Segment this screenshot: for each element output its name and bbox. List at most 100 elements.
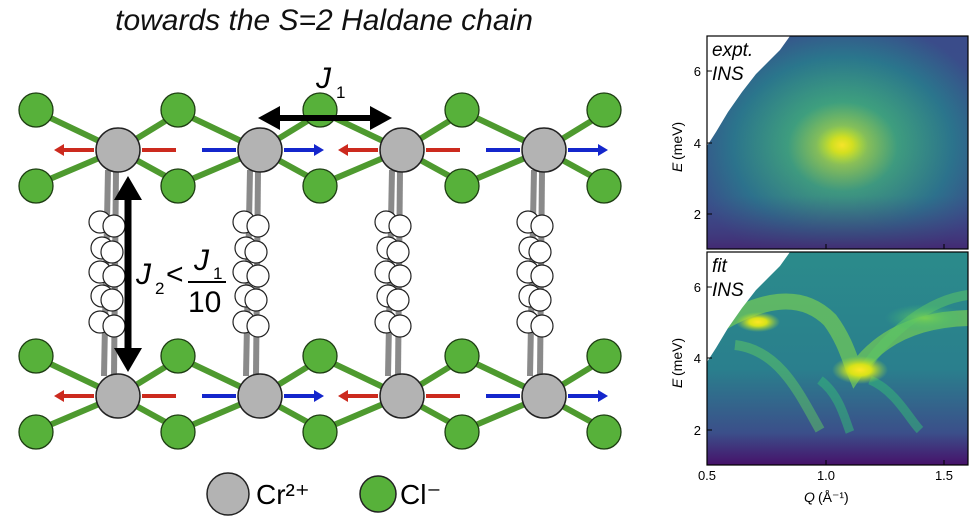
cl-atom [302,92,338,128]
linker-atom [246,214,270,238]
j2-subscript: 2 [155,279,164,298]
fit-y-tick-label: 4 [694,351,701,366]
experiment-y-axis-label: E (meV) [669,122,685,172]
linker-atom [100,240,124,264]
experiment-y-axis-symbol: E [669,162,685,172]
linker-atom [102,314,126,338]
cr-atom [95,127,141,173]
experiment-y-tick-label: 4 [694,136,701,151]
cl-atom [18,338,54,374]
cr-atom [237,127,283,173]
cr-atom [379,373,425,419]
linker-atom [246,314,270,338]
fit-x-tick-label: 0.5 [698,468,716,483]
j1-coupling: J 1 [258,62,392,130]
cl-atom [160,338,196,374]
cl-atom [302,168,338,204]
cl-atom [586,414,622,450]
fit-x-tick-label: 1.0 [817,468,835,483]
spin-arrow-head [338,390,348,402]
linker-atom [530,214,554,238]
spin-arrow-head [314,144,324,156]
experiment-y-tick-label: 6 [694,64,701,79]
j1-arrow-right-head [370,106,392,130]
linker-atom [102,264,126,288]
spectrum-panel-experiment: expt. INS 2 4 6 E (meV) [669,35,969,250]
fit-label-line1: fit [712,256,728,277]
cl-atom [18,92,54,128]
cr-atom [379,127,425,173]
fit-y-tick-label: 6 [694,280,701,295]
j1-subscript: 1 [336,83,345,102]
linker-atom [530,314,554,338]
spin-arrow-head [598,144,608,156]
experiment-hotspot [816,125,868,165]
x-axis-unit: (Å⁻¹) [818,489,849,505]
spin-arrow-head [54,144,64,156]
cl-atom [444,168,480,204]
fit-x-ticks: 0.5 1.0 1.5 [698,244,953,483]
linker-atom [386,240,410,264]
fit-kinematic-cutoff [707,252,790,362]
fit-dispersion-branch [817,375,924,434]
cl-atom [302,414,338,450]
linker-atom [388,264,412,288]
cl-atom [444,338,480,374]
experiment-y-axis-unit: (meV) [669,122,685,160]
spin-arrow-head [598,390,608,402]
linker-atom [244,240,268,264]
fit-hotspot-low-q [736,312,780,332]
cl-atom [18,168,54,204]
j2-arrow-bottom-head [114,348,142,372]
fit-x-tick-label: 1.5 [935,468,953,483]
experiment-kinematic-cutoff [707,36,790,146]
cl-atom [18,414,54,450]
cl-atom [160,414,196,450]
j2-symbol: J [135,258,152,291]
fit-y-axis-symbol: E [669,378,685,388]
fit-hotspot-main [832,356,888,384]
cl-atom [302,338,338,374]
cl-atom [586,168,622,204]
fit-y-axis-label: E (meV) [669,338,685,388]
spin-arrow-head [54,390,64,402]
linker-atom [528,240,552,264]
cl-atom [444,414,480,450]
fit-glow-high-q [885,304,965,332]
j2-fraction-numerator: J [193,244,210,277]
j2-arrow-top-head [114,176,142,200]
j2-fraction-denominator: 10 [188,286,221,319]
j2-fraction-numerator-sub: 1 [213,264,222,283]
x-axis-label: Q (Å⁻¹) [804,489,849,505]
cl-atom [444,92,480,128]
cr-atom [95,373,141,419]
j1-symbol: J [315,62,332,95]
cl-atom [586,338,622,374]
fit-y-ticks: 2 4 6 [694,280,712,438]
linker-atom [388,214,412,238]
linker-atom [388,314,412,338]
cl-atom [160,168,196,204]
experiment-y-ticks: 2 4 6 [694,64,712,222]
j1-arrow-left-head [258,106,280,130]
fit-y-axis-unit: (meV) [669,338,685,376]
cr-atom [521,373,567,419]
legend-cl-label: Cl⁻ [400,479,441,510]
fit-y-tick-label: 2 [694,423,701,438]
spectrum-panel-fit: fit INS 2 4 6 0.5 1.0 1.5 E (meV) Q (Å⁻¹… [669,244,969,505]
linker-atom [386,288,410,312]
linker-atom [102,214,126,238]
linker-atom [100,288,124,312]
spin-arrow-head [338,144,348,156]
j2-less-than: < [166,258,184,291]
j2-coupling: J 2 < J 1 10 [114,176,226,372]
cl-atom [160,92,196,128]
cl-atom [586,92,622,128]
figure-title: towards the S=2 Haldane chain [115,4,533,37]
fit-label-line2: INS [712,280,744,301]
linker-atom [530,264,554,288]
experiment-label-line2: INS [712,64,744,85]
cr-atom [237,373,283,419]
linker-atom [528,288,552,312]
